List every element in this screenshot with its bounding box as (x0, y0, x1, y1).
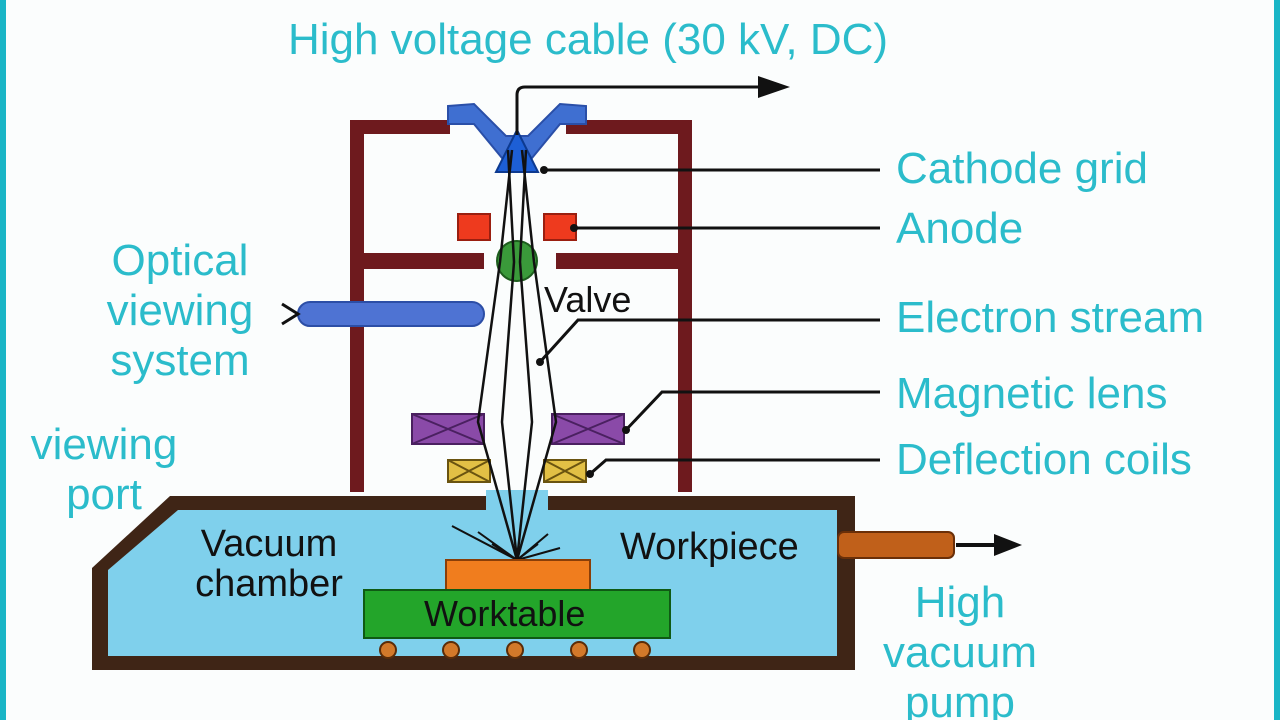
high-voltage-cable (515, 85, 765, 135)
optical-eyepiece (281, 302, 301, 326)
viewing-port-label: viewing port (16, 420, 192, 520)
worktable (363, 589, 671, 639)
worktable-label: Worktable (424, 593, 586, 634)
cathode (494, 127, 540, 173)
electron-gun-column (350, 120, 692, 492)
electron-beam (476, 149, 558, 561)
leader-electron-stream (538, 318, 880, 364)
right-frame-border (1274, 0, 1280, 720)
vacuum-chamber-label: Vacuum chamber (184, 524, 354, 604)
anode-left (457, 213, 491, 241)
leader-dots (536, 166, 630, 478)
high-vacuum-pump-line-3: pump (904, 678, 1016, 720)
viewing-port-line-1: viewing (30, 420, 178, 469)
deflection-coils-label: Deflection coils (896, 435, 1192, 484)
magnetic-lens-right (551, 413, 625, 445)
valve-label: Valve (544, 279, 632, 320)
vacuum-pump-pipe (837, 531, 955, 559)
high-vacuum-pump-line-1: High (914, 578, 1006, 627)
vacuum-pump-arrowhead (994, 534, 1022, 556)
workpiece-label: Workpiece (620, 526, 799, 568)
deflection-coil-left (447, 459, 491, 483)
chamber-beam-opening (486, 490, 548, 512)
optical-viewing-system-line-2: viewing (106, 286, 254, 335)
high-vacuum-pump-label: High vacuum pump (870, 578, 1050, 720)
anode-label: Anode (896, 204, 1024, 253)
optical-viewing-tube (297, 301, 485, 327)
leader-deflection-coils (589, 458, 880, 476)
magnetic-lens-label: Magnetic lens (896, 369, 1168, 418)
high-vacuum-pump-line-2: vacuum (882, 628, 1038, 677)
optical-viewing-system-label: Optical viewing system (92, 236, 268, 386)
cathode-grid-label: Cathode grid (896, 144, 1148, 193)
optical-viewing-system-line-3: system (110, 336, 250, 385)
beam-impact-spark (451, 525, 561, 561)
deflection-coil-right (543, 459, 587, 483)
leader-magnetic-lens (622, 390, 880, 434)
magnetic-lens-left (411, 413, 485, 445)
vacuum-chamber-line-1: Vacuum (200, 523, 338, 565)
leader-lines (538, 168, 880, 476)
electron-stream-label: Electron stream (896, 293, 1205, 342)
optical-viewing-system-line-1: Optical (111, 236, 249, 285)
workpiece (445, 559, 591, 593)
high-voltage-arrowhead (758, 76, 790, 98)
title-label: High voltage cable (30 kV, DC) (288, 15, 889, 64)
cathode-holder (447, 102, 587, 159)
viewing-port-line-2: port (66, 470, 142, 519)
valve (496, 240, 538, 282)
left-frame-border (0, 0, 6, 720)
worktable-rollers (379, 641, 651, 659)
vacuum-chamber-line-2: chamber (195, 563, 343, 605)
